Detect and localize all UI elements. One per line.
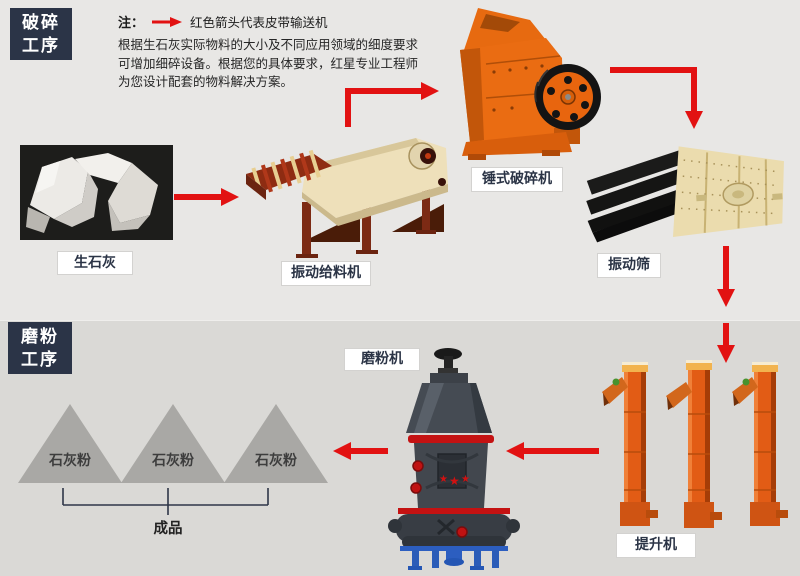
grinding-mill-image: ★ ★ ★: [386, 336, 528, 576]
final-product-label: 成品: [138, 517, 198, 538]
note-prefix: 注：: [118, 16, 145, 31]
elevator-tower-2: [666, 360, 722, 528]
lime-powder-label-1: 石灰粉: [49, 453, 91, 469]
grinding-section-label-line1: 磨粉: [21, 327, 59, 347]
vibrating-screen-illustration: [586, 146, 784, 243]
lime-powder-label-3: 石灰粉: [255, 453, 297, 469]
crushing-section-label: 破碎 工序: [10, 8, 72, 60]
vibrating-screen-label: 振动筛: [597, 253, 661, 278]
description-paragraph: 根据生石灰实际物料的大小及不同应用领域的细度要求 可增加细碎设备。根据您的具体要…: [118, 36, 460, 92]
arrow-limestone-to-feeder: [174, 188, 239, 206]
description-line-1: 根据生石灰实际物料的大小及不同应用领域的细度要求: [118, 37, 419, 52]
hammer-crusher-image: [450, 6, 602, 164]
svg-text:★: ★: [461, 474, 470, 485]
svg-text:★: ★: [439, 474, 448, 485]
bucket-elevator-illustration: [602, 360, 788, 528]
grinding-mill-label-text: 磨粉机: [361, 351, 403, 367]
bucket-elevator-image: [596, 360, 794, 532]
grinding-mill-label: 磨粉机: [344, 348, 420, 371]
bucket-elevator-label-text: 提升机: [635, 537, 677, 553]
hammer-crusher-illustration: [460, 8, 601, 160]
vibrating-screen-image: [586, 138, 792, 250]
svg-text:★: ★: [449, 474, 460, 488]
hammer-crusher-label-text: 锤式破碎机: [482, 171, 552, 187]
crusher-flywheel: [534, 64, 601, 130]
limestone-illustration: [20, 145, 173, 240]
grinding-section-label-line2: 工序: [21, 350, 59, 370]
bucket-elevator-label: 提升机: [616, 533, 696, 558]
vibrating-feeder-label: 振动给料机: [281, 261, 371, 286]
description-line-2: 可增加细碎设备。根据您的具体要求，红星专业工程师: [118, 55, 419, 71]
red-conveyor-arrow-icon: [152, 16, 183, 27]
arrow-crusher-to-screen: [610, 67, 703, 129]
limestone-label: 生石灰: [57, 251, 133, 275]
arrow-screen-down: [717, 246, 735, 307]
lime-powder-label-2: 石灰粉: [152, 453, 194, 469]
crushing-section-label-line2: 工序: [22, 36, 60, 56]
grinding-section-label: 磨粉 工序: [8, 322, 72, 374]
final-product-label-text: 成品: [153, 521, 183, 537]
hammer-crusher-label: 锤式破碎机: [471, 167, 563, 192]
crushing-section-label-line1: 破碎: [22, 13, 60, 33]
vibrating-feeder-illustration: [246, 138, 448, 258]
vibrating-feeder-label-text: 振动给料机: [291, 265, 361, 281]
vibrating-screen-label-text: 振动筛: [608, 257, 650, 273]
legend-note: 注： 红色箭头代表皮带输送机: [118, 12, 328, 31]
limestone-image: [20, 145, 173, 240]
elevator-tower-1: [602, 362, 658, 526]
limestone-label-text: 生石灰: [74, 255, 116, 271]
description-line-3: 为您设计配套的物料解决方案。: [118, 74, 294, 89]
vibrating-feeder-image: [236, 126, 452, 260]
elevator-tower-3: [732, 362, 788, 526]
note-text: 红色箭头代表皮带输送机: [190, 15, 328, 30]
grinding-mill-illustration: ★ ★ ★: [388, 348, 520, 570]
final-product-bracket: [62, 488, 269, 515]
